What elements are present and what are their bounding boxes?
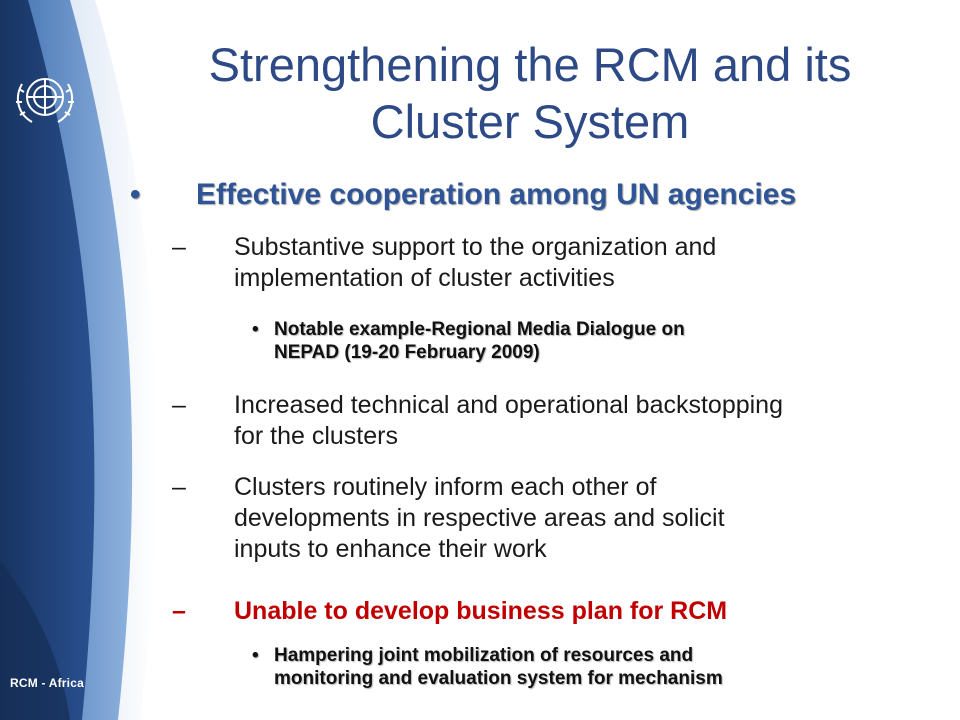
bullet-marker: • [252,319,259,340]
bullet-text: Effective cooperation among UN agencies [196,178,797,211]
footer-label: RCM - Africa [10,676,84,690]
text-line: Clusters routinely inform each other of [234,473,657,501]
text-line: Substantive support to the organization … [234,233,717,261]
bullet-marker: • [130,178,141,211]
dash-marker: – [172,391,186,419]
sub-item-text: Unable to develop business plan for RCM [234,597,728,625]
text-line: monitoring and evaluation system for mec… [274,668,723,689]
slide-title-line2: Cluster System [370,95,690,148]
sub-item-text: Substantive support to the organization … [234,232,934,294]
dash-marker: – [172,473,186,501]
sub-item-text: Clusters routinely inform each other of … [234,472,934,565]
slide-title-line1: Strengthening the RCM and its [208,38,852,91]
sub-item-text: Increased technical and operational back… [234,390,934,452]
text-line: Notable example-Regional Media Dialogue … [274,319,685,340]
un-emblem-icon [16,78,74,123]
bullet-marker: • [252,645,259,666]
text-line: for the clusters [234,422,398,450]
dash-marker: – [172,233,186,261]
slide-title: Strengthening the RCM and its Cluster Sy… [150,36,910,150]
text-line: implementation of cluster activities [234,264,615,292]
sub-sub-item-text: Hampering joint mobilization of resource… [274,644,914,690]
text-line: developments in respective areas and sol… [234,504,725,532]
text-line: Hampering joint mobilization of resource… [274,645,694,666]
sidebar-decoration: RCM - Africa [0,0,180,720]
text-line: NEPAD (19-20 February 2009) [274,342,540,363]
text-line: inputs to enhance their work [234,535,547,563]
dash-marker: – [172,597,186,625]
text-line: Increased technical and operational back… [234,391,783,419]
sidebar-swoosh [0,0,157,720]
sub-sub-item-text: Notable example-Regional Media Dialogue … [274,318,914,364]
